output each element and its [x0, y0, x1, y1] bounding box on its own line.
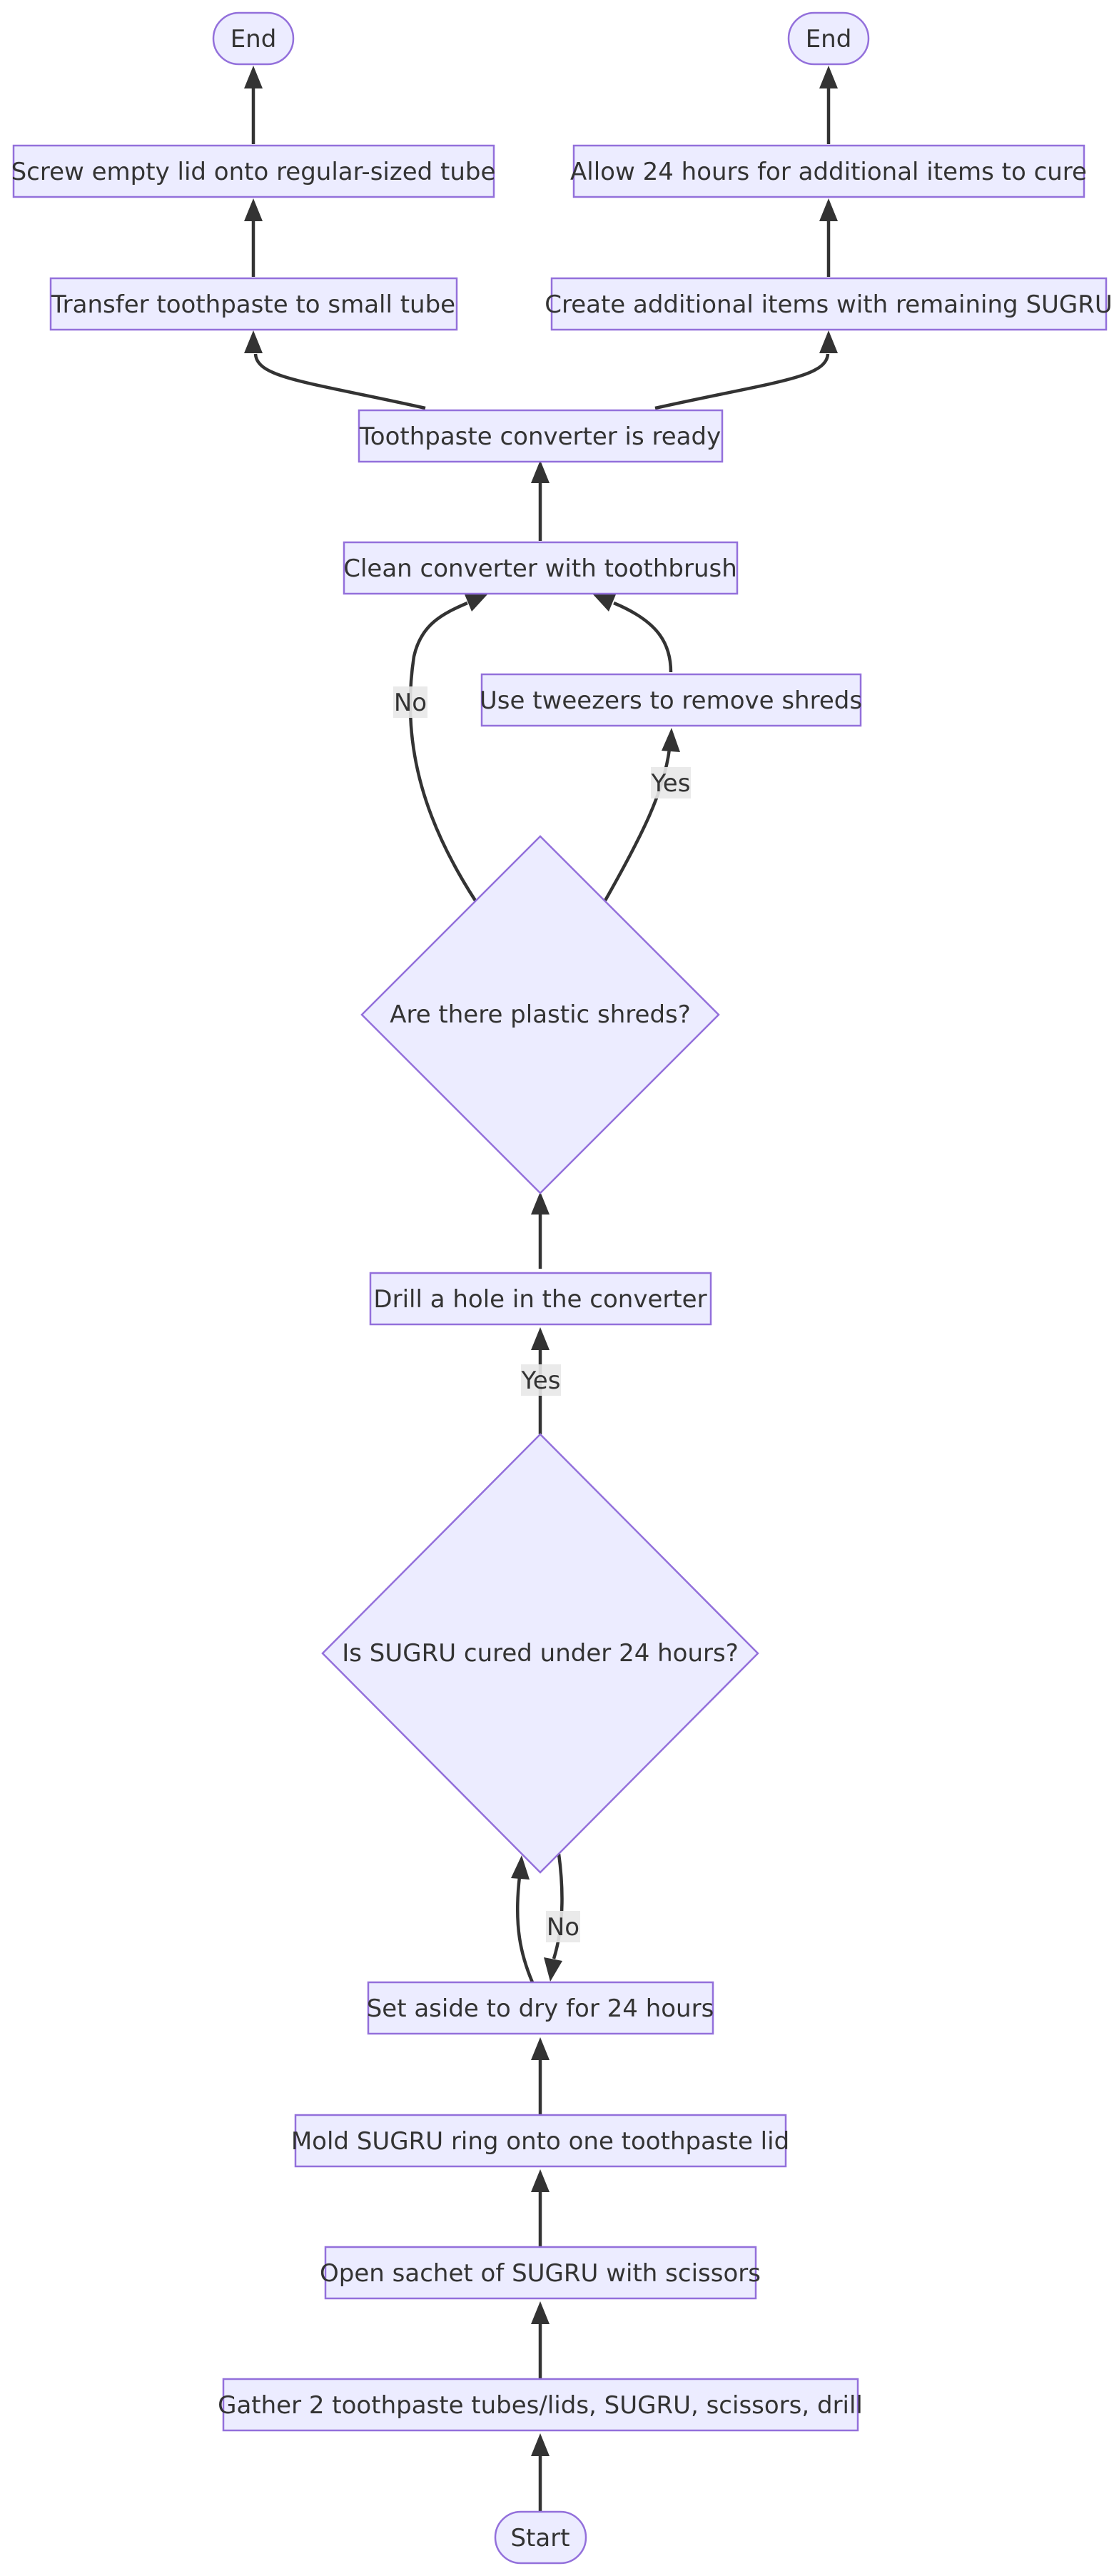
edge-label-text: No: [394, 689, 427, 717]
additional-label: Create additional items with remaining S…: [545, 290, 1113, 319]
edge-shreds-question-no-to-clean: [408, 594, 487, 902]
arrowhead: [244, 198, 263, 221]
edge-screw-lid-to-end-left: [244, 66, 263, 144]
arrowhead: [531, 2037, 550, 2060]
screw-lid-node: Screw empty lid onto regular-sized tube: [11, 144, 496, 198]
edge-tweezers-to-clean: [593, 594, 673, 673]
gather-label: Gather 2 toothpaste tubes/lids, SUGRU, s…: [218, 2391, 863, 2420]
end-right-label: End: [806, 25, 852, 54]
edge-label-cured-yes: Yes: [521, 1364, 561, 1396]
transfer-node: Transfer toothpaste to small tube: [49, 277, 458, 331]
arrowhead: [819, 198, 838, 221]
edge-cured-question-no-to-set-aside: [544, 1853, 564, 1982]
clean-label: Clean converter with toothbrush: [343, 554, 737, 583]
edge-ready-to-additional: [654, 330, 838, 410]
allow-cure-label: Allow 24 hours for additional items to c…: [570, 158, 1087, 186]
ready-node: Toothpaste converter is ready: [358, 409, 724, 463]
edge-labels: No Yes Yes No: [393, 686, 691, 1942]
additional-node: Create additional items with remaining S…: [545, 277, 1113, 331]
open-sachet-node: Open sachet of SUGRU with scissors: [320, 2246, 761, 2300]
set-aside-label: Set aside to dry for 24 hours: [367, 1994, 714, 2023]
edge-ready-to-transfer: [244, 330, 426, 410]
tweezers-label: Use tweezers to remove shreds: [480, 686, 862, 715]
arrowhead: [819, 330, 838, 353]
cured-question-node: Is SUGRU cured under 24 hours?: [321, 1433, 759, 1874]
screw-lid-label: Screw empty lid onto regular-sized tube: [11, 158, 496, 186]
arrowhead: [465, 594, 487, 612]
mold-ring-node: Mold SUGRU ring onto one toothpaste lid: [291, 2114, 789, 2168]
arrowhead: [531, 2301, 550, 2324]
mold-ring-label: Mold SUGRU ring onto one toothpaste lid: [291, 2127, 789, 2156]
allow-cure-node: Allow 24 hours for additional items to c…: [570, 144, 1087, 198]
shreds-question-node: Are there plastic shreds?: [360, 835, 720, 1195]
end-left-node: End: [212, 11, 295, 66]
edge-clean-to-ready: [531, 460, 550, 541]
edge-label-text: Yes: [521, 1366, 561, 1395]
edge-label-cured-no: No: [546, 1911, 580, 1942]
edge-set-aside-to-cured-question: [511, 1855, 535, 1983]
ready-label: Toothpaste converter is ready: [359, 422, 721, 451]
end-left-label: End: [231, 25, 277, 54]
arrowhead: [244, 330, 263, 353]
arrowhead: [531, 460, 550, 483]
edge-shreds-question-yes-to-tweezers: [604, 728, 680, 902]
arrowhead: [531, 1192, 550, 1215]
edge-transfer-to-screw-lid: [244, 198, 263, 277]
cured-question-label: Is SUGRU cured under 24 hours?: [342, 1639, 739, 1668]
set-aside-node: Set aside to dry for 24 hours: [367, 1981, 714, 2035]
end-right-node: End: [787, 11, 870, 66]
arrowhead: [819, 66, 838, 88]
start-node: Start: [494, 2510, 587, 2565]
edge-mold-ring-to-set-aside: [531, 2037, 550, 2119]
transfer-label: Transfer toothpaste to small tube: [51, 290, 455, 319]
edge-gather-to-open-sachet: [531, 2301, 550, 2383]
nodes: Start Gather 2 toothpaste tubes/lids, SU…: [11, 11, 1113, 2565]
arrowhead: [544, 1957, 562, 1982]
arrowhead: [593, 594, 616, 612]
arrowhead: [244, 66, 263, 88]
edge-allow-cure-to-end-right: [819, 66, 838, 144]
edge-open-sachet-to-mold-ring: [531, 2169, 550, 2251]
edge-label-shreds-no: No: [393, 686, 427, 718]
tweezers-node: Use tweezers to remove shreds: [480, 673, 862, 727]
open-sachet-label: Open sachet of SUGRU with scissors: [320, 2259, 761, 2288]
arrowhead: [531, 2169, 550, 2192]
arrowhead: [531, 2433, 550, 2456]
edge-label-shreds-yes: Yes: [651, 767, 691, 798]
gather-node: Gather 2 toothpaste tubes/lids, SUGRU, s…: [218, 2378, 863, 2432]
start-label: Start: [510, 2524, 569, 2552]
clean-node: Clean converter with toothbrush: [343, 541, 739, 595]
edge-additional-to-allow-cure: [819, 198, 838, 277]
drill-hole-label: Drill a hole in the converter: [373, 1285, 707, 1314]
edge-label-text: Yes: [651, 769, 691, 798]
edge-drill-to-shreds-question: [531, 1192, 550, 1269]
edge-label-text: No: [547, 1913, 579, 1942]
edge-start-to-gather: [531, 2433, 550, 2515]
drill-hole-node: Drill a hole in the converter: [369, 1272, 712, 1326]
shreds-question-label: Are there plastic shreds?: [390, 1000, 691, 1029]
arrowhead: [511, 1855, 530, 1880]
arrowhead: [531, 1327, 550, 1350]
arrowhead: [662, 728, 680, 752]
